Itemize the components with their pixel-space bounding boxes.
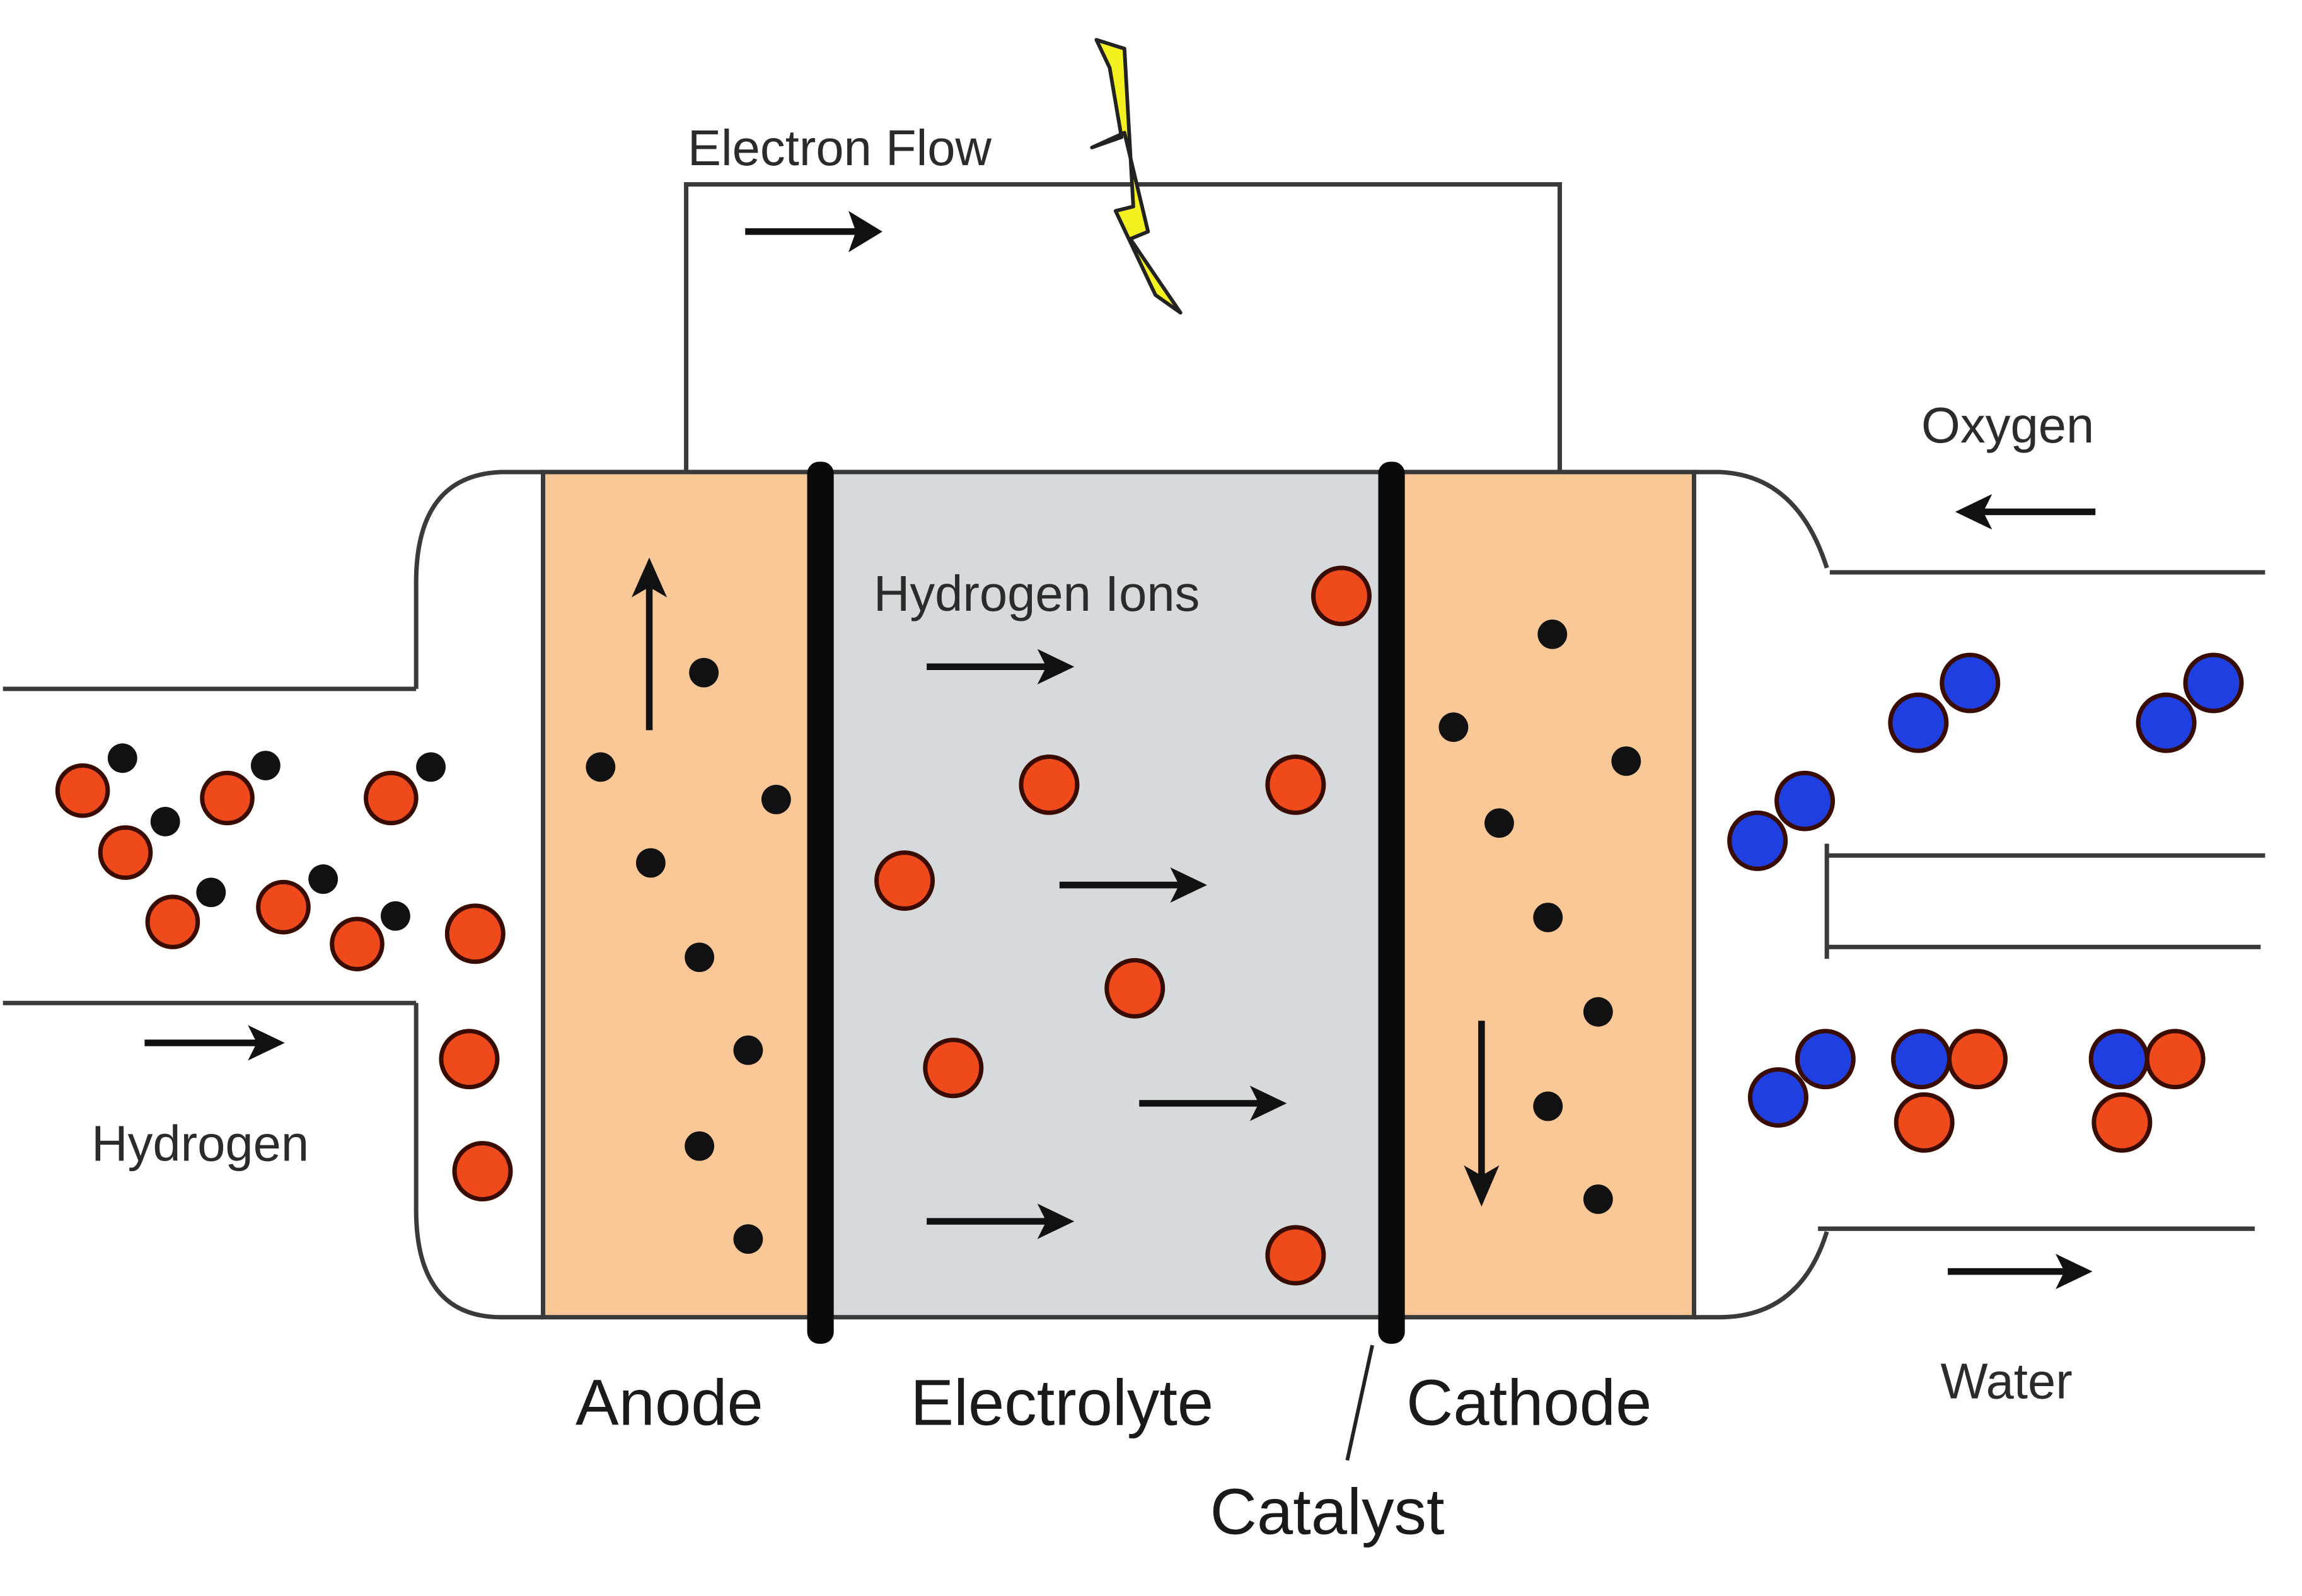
hydrogen-atom [1946, 1029, 2008, 1090]
anode-up-arrow-icon [631, 557, 668, 731]
hydrogen-atom [256, 879, 311, 935]
oxygen-atom [1727, 810, 1788, 871]
electron [1533, 903, 1563, 932]
oxygen-atom [1795, 1029, 1856, 1090]
oxygen-atom [1747, 1067, 1808, 1128]
electron [250, 751, 281, 780]
hydrogen-ion [439, 1029, 500, 1090]
hydrogen-ion [1019, 754, 1080, 815]
oxygen-atom [1888, 692, 1949, 753]
anode-catalyst-layer [807, 461, 834, 1344]
hydrogen-label: Hydrogen [91, 1116, 309, 1172]
hydrogen-ion [444, 903, 506, 964]
electron-flow-label: Electron Flow [688, 120, 992, 176]
oxygen-atom [2136, 692, 2197, 753]
electron [689, 657, 719, 688]
lightning-bolt-icon [1090, 38, 1183, 315]
ion-arrow-icon [1059, 867, 1207, 903]
external-circuit [684, 182, 1562, 472]
housing-right [1694, 470, 1829, 1320]
oxygen-atom [1774, 770, 1836, 831]
electron [1537, 619, 1568, 649]
electron [150, 807, 180, 836]
electron [733, 1035, 763, 1065]
water-label: Water [1940, 1353, 2072, 1409]
hydrogen-atom [330, 917, 385, 971]
oxygen-label: Oxygen [1921, 397, 2094, 453]
electron [107, 743, 137, 773]
oxygen-flow-arrow-icon [1955, 494, 2096, 530]
hydrogen-atom [364, 770, 419, 826]
electron [1484, 808, 1514, 838]
electron [1583, 1184, 1613, 1214]
anode [540, 470, 820, 1320]
electron [635, 848, 666, 878]
electrolyte-label: Electrolyte [910, 1367, 1213, 1439]
hydrogen-ion [874, 850, 935, 911]
anode-label: Anode [576, 1367, 763, 1439]
hydrogen-ion [1265, 754, 1326, 815]
electron [1438, 712, 1469, 743]
hydrogen-atom [2091, 1092, 2153, 1153]
hydrogen-ion [1265, 1225, 1326, 1286]
hydrogen-flow-arrow-icon [144, 1025, 285, 1061]
ion-arrow-icon [927, 649, 1075, 685]
water-flow-arrow-icon [1948, 1254, 2093, 1290]
oxygen-atom [1891, 1029, 1952, 1090]
hydrogen-atom [200, 770, 255, 826]
hydrogen-ion [1311, 565, 1372, 627]
electron [416, 752, 446, 782]
oxygen-atom [2183, 652, 2244, 714]
electron [685, 942, 715, 973]
housing-left [414, 470, 543, 1320]
hydrogen-atom [2144, 1029, 2206, 1090]
electron [761, 784, 791, 814]
electron [586, 752, 616, 782]
electron [1533, 1091, 1563, 1121]
cathode-catalyst-layer [1378, 461, 1405, 1344]
electron-flow-arrow-icon [745, 211, 882, 253]
electron [1611, 746, 1641, 776]
electron [196, 877, 226, 908]
cathode-down-arrow-icon [1464, 1021, 1500, 1207]
oxygen-atom [2088, 1029, 2149, 1090]
hydrogen-atom [145, 894, 200, 949]
hydrogen-ions-label: Hydrogen Ions [874, 565, 1200, 622]
electron [733, 1224, 763, 1254]
cathode-label: Cathode [1406, 1367, 1651, 1439]
electron [308, 864, 338, 894]
cathode [1392, 470, 1697, 1320]
ion-arrow-icon [927, 1203, 1075, 1239]
catalyst-label: Catalyst [1210, 1476, 1445, 1548]
hydrogen-ion [1104, 957, 1165, 1019]
electron [380, 901, 410, 931]
hydrogen-ion [452, 1141, 513, 1202]
catalyst-pointer [1345, 1344, 1375, 1461]
oxygen-atom [1940, 652, 2001, 714]
hydrogen-atom [1894, 1092, 1955, 1153]
hydrogen-atom [98, 825, 153, 880]
hydrogen-ion [923, 1038, 984, 1099]
hydrogen-atom [55, 763, 110, 818]
electron [685, 1131, 715, 1161]
electron [1583, 997, 1613, 1027]
ion-arrow-icon [1139, 1085, 1287, 1121]
